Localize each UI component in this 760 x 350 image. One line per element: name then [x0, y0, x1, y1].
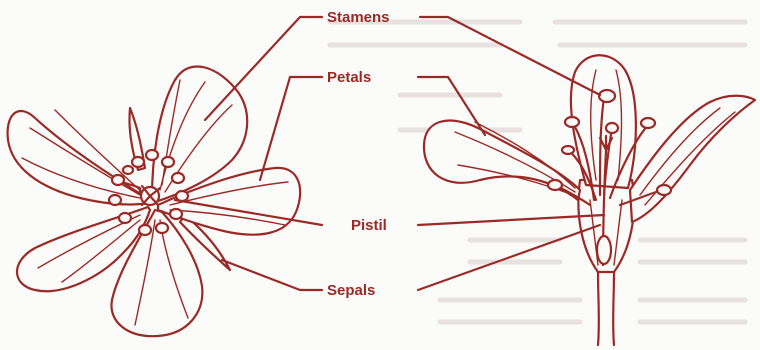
stem [598, 270, 614, 345]
label-petals: Petals [327, 69, 371, 86]
leader-sepals-right [418, 225, 600, 290]
leader-lines [175, 17, 604, 290]
label-pistil: Pistil [351, 217, 387, 234]
flower-top-view [8, 66, 301, 336]
label-stamens: Stamens [327, 9, 390, 26]
leader-pistil-right [418, 215, 604, 225]
label-sepals: Sepals [327, 282, 375, 299]
labels: Stamens Petals Pistil Sepals [327, 9, 390, 299]
petal-side-back [571, 55, 636, 188]
leader-sepals-left [222, 260, 322, 290]
leader-petals-left [260, 77, 322, 180]
petal-side-right [630, 96, 755, 222]
